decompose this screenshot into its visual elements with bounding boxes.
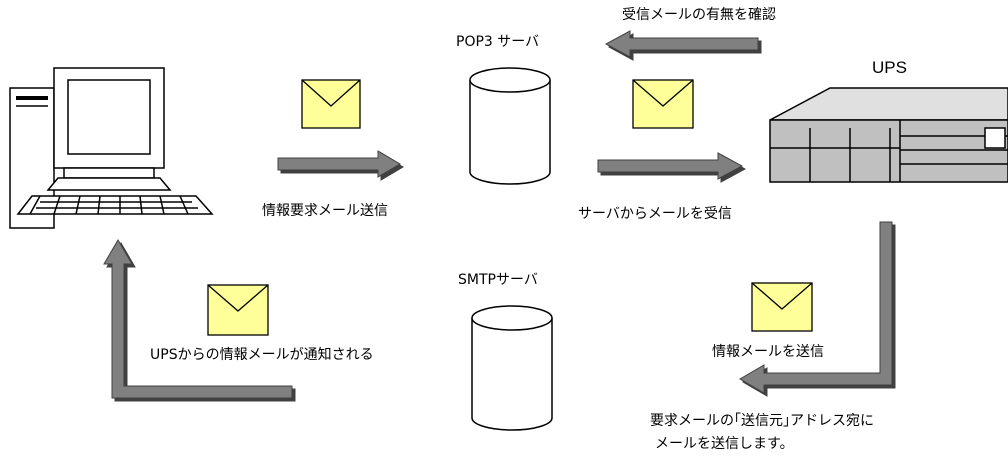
info-notified-label: UPSからの情報メールが通知される bbox=[150, 347, 374, 363]
ups-icon bbox=[769, 87, 1008, 183]
envelope-icon bbox=[207, 284, 269, 336]
pop3-server-icon bbox=[469, 67, 551, 185]
reply-note-line1: 要求メールの｢送信元｣アドレス宛に bbox=[650, 413, 874, 429]
ups-label: UPS bbox=[872, 58, 907, 77]
send-request-label: 情報要求メール送信 bbox=[262, 203, 388, 219]
smtp-server-label: SMTPサーバ bbox=[458, 272, 538, 288]
envelope-icon bbox=[632, 79, 694, 129]
arrow-down-left-icon bbox=[739, 221, 893, 394]
arrow-right-icon bbox=[597, 152, 744, 180]
arrow-up-left-icon bbox=[103, 239, 293, 399]
smtp-server-icon bbox=[471, 305, 553, 431]
envelope-icon bbox=[751, 282, 813, 332]
send-info-label: 情報メールを送信 bbox=[712, 344, 824, 360]
arrow-left-icon bbox=[604, 30, 759, 58]
reply-note-line2: メールを送信します。 bbox=[655, 436, 794, 452]
computer-icon bbox=[9, 67, 214, 229]
confirm-incoming-label: 受信メールの有無を確認 bbox=[622, 7, 776, 23]
pop3-server-label: POP3 サーバ bbox=[456, 34, 540, 50]
arrow-right-icon bbox=[277, 150, 401, 178]
receive-from-server-label: サーバからメールを受信 bbox=[578, 206, 732, 222]
envelope-icon bbox=[301, 79, 361, 129]
